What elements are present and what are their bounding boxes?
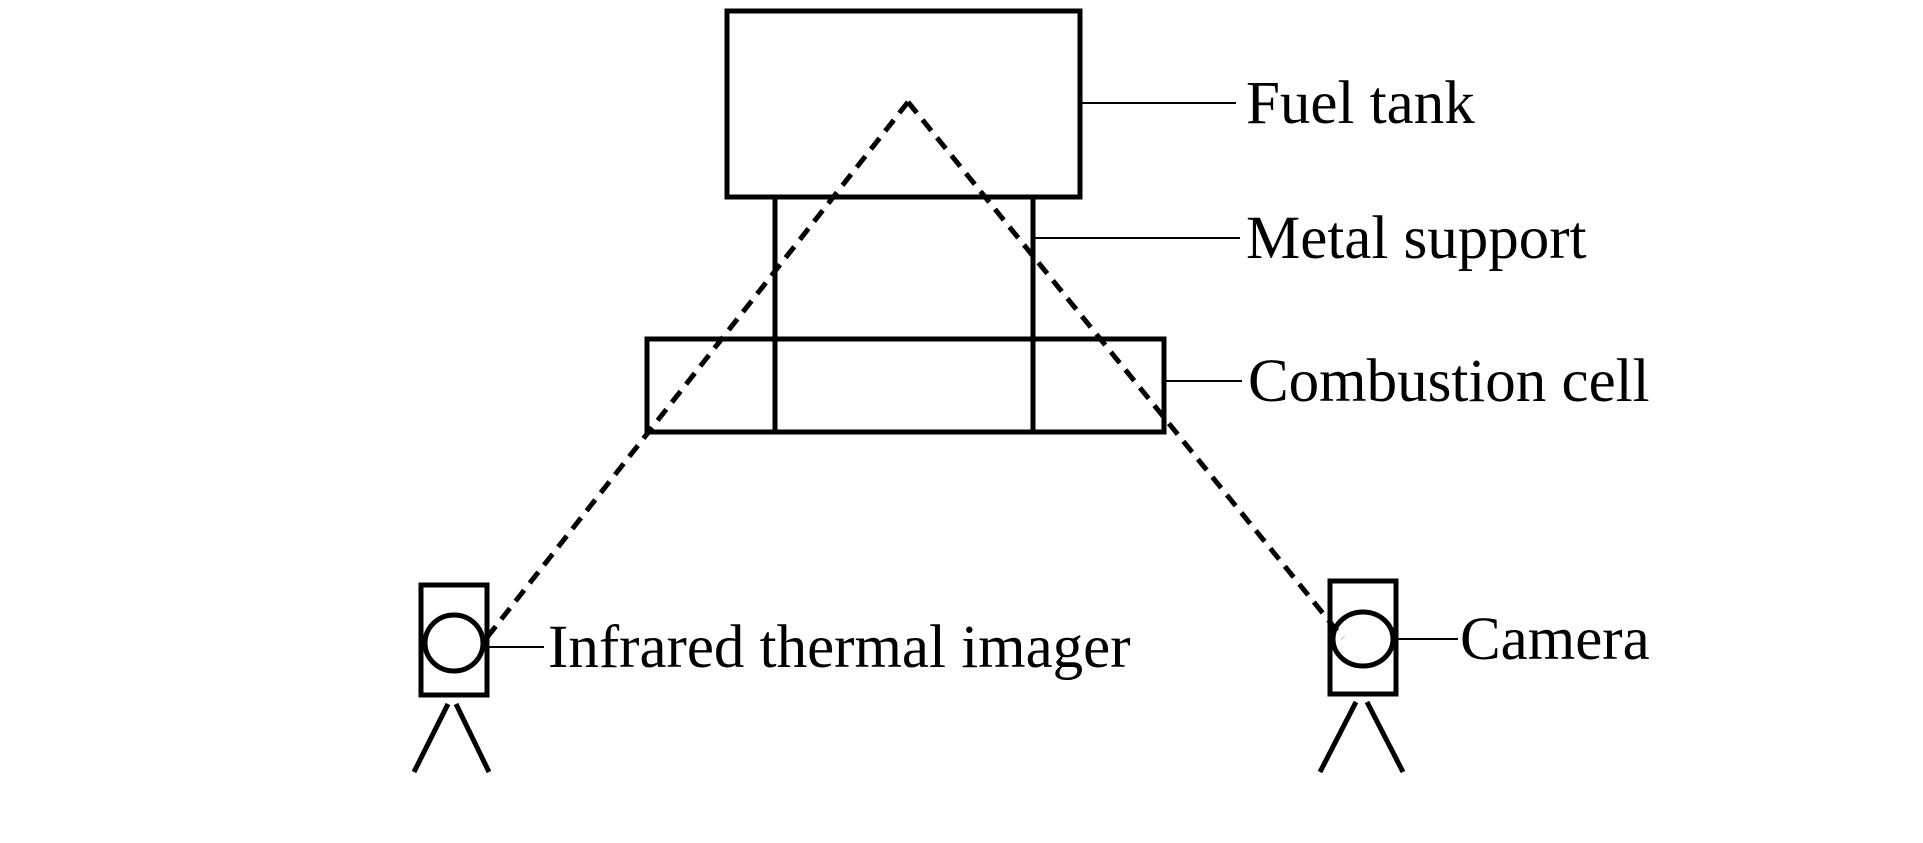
leader-lines [487, 102, 1458, 648]
infrared-imager-lens [422, 612, 486, 674]
fuel-tank-label: Fuel tank [1246, 70, 1475, 137]
camera-label: Camera [1460, 606, 1650, 673]
camera-lens [1330, 609, 1396, 669]
infrared-thermal-imager [411, 582, 492, 774]
camera [1317, 578, 1406, 774]
combustion-cell-label: Combustion cell [1248, 348, 1650, 415]
infrared-imager-tripod [411, 702, 492, 774]
metal-support [772, 197, 1036, 432]
camera-sight-line [906, 100, 1345, 640]
sight-lines [483, 100, 1345, 642]
infrared-imager-body [418, 582, 490, 698]
infrared-sight-line [483, 100, 910, 642]
metal-support-label: Metal support [1246, 205, 1587, 272]
camera-tripod [1317, 700, 1406, 774]
infrared-thermal-imager-label: Infrared thermal imager [548, 614, 1131, 681]
combustion-cell [644, 336, 1167, 435]
camera-body [1327, 578, 1399, 697]
